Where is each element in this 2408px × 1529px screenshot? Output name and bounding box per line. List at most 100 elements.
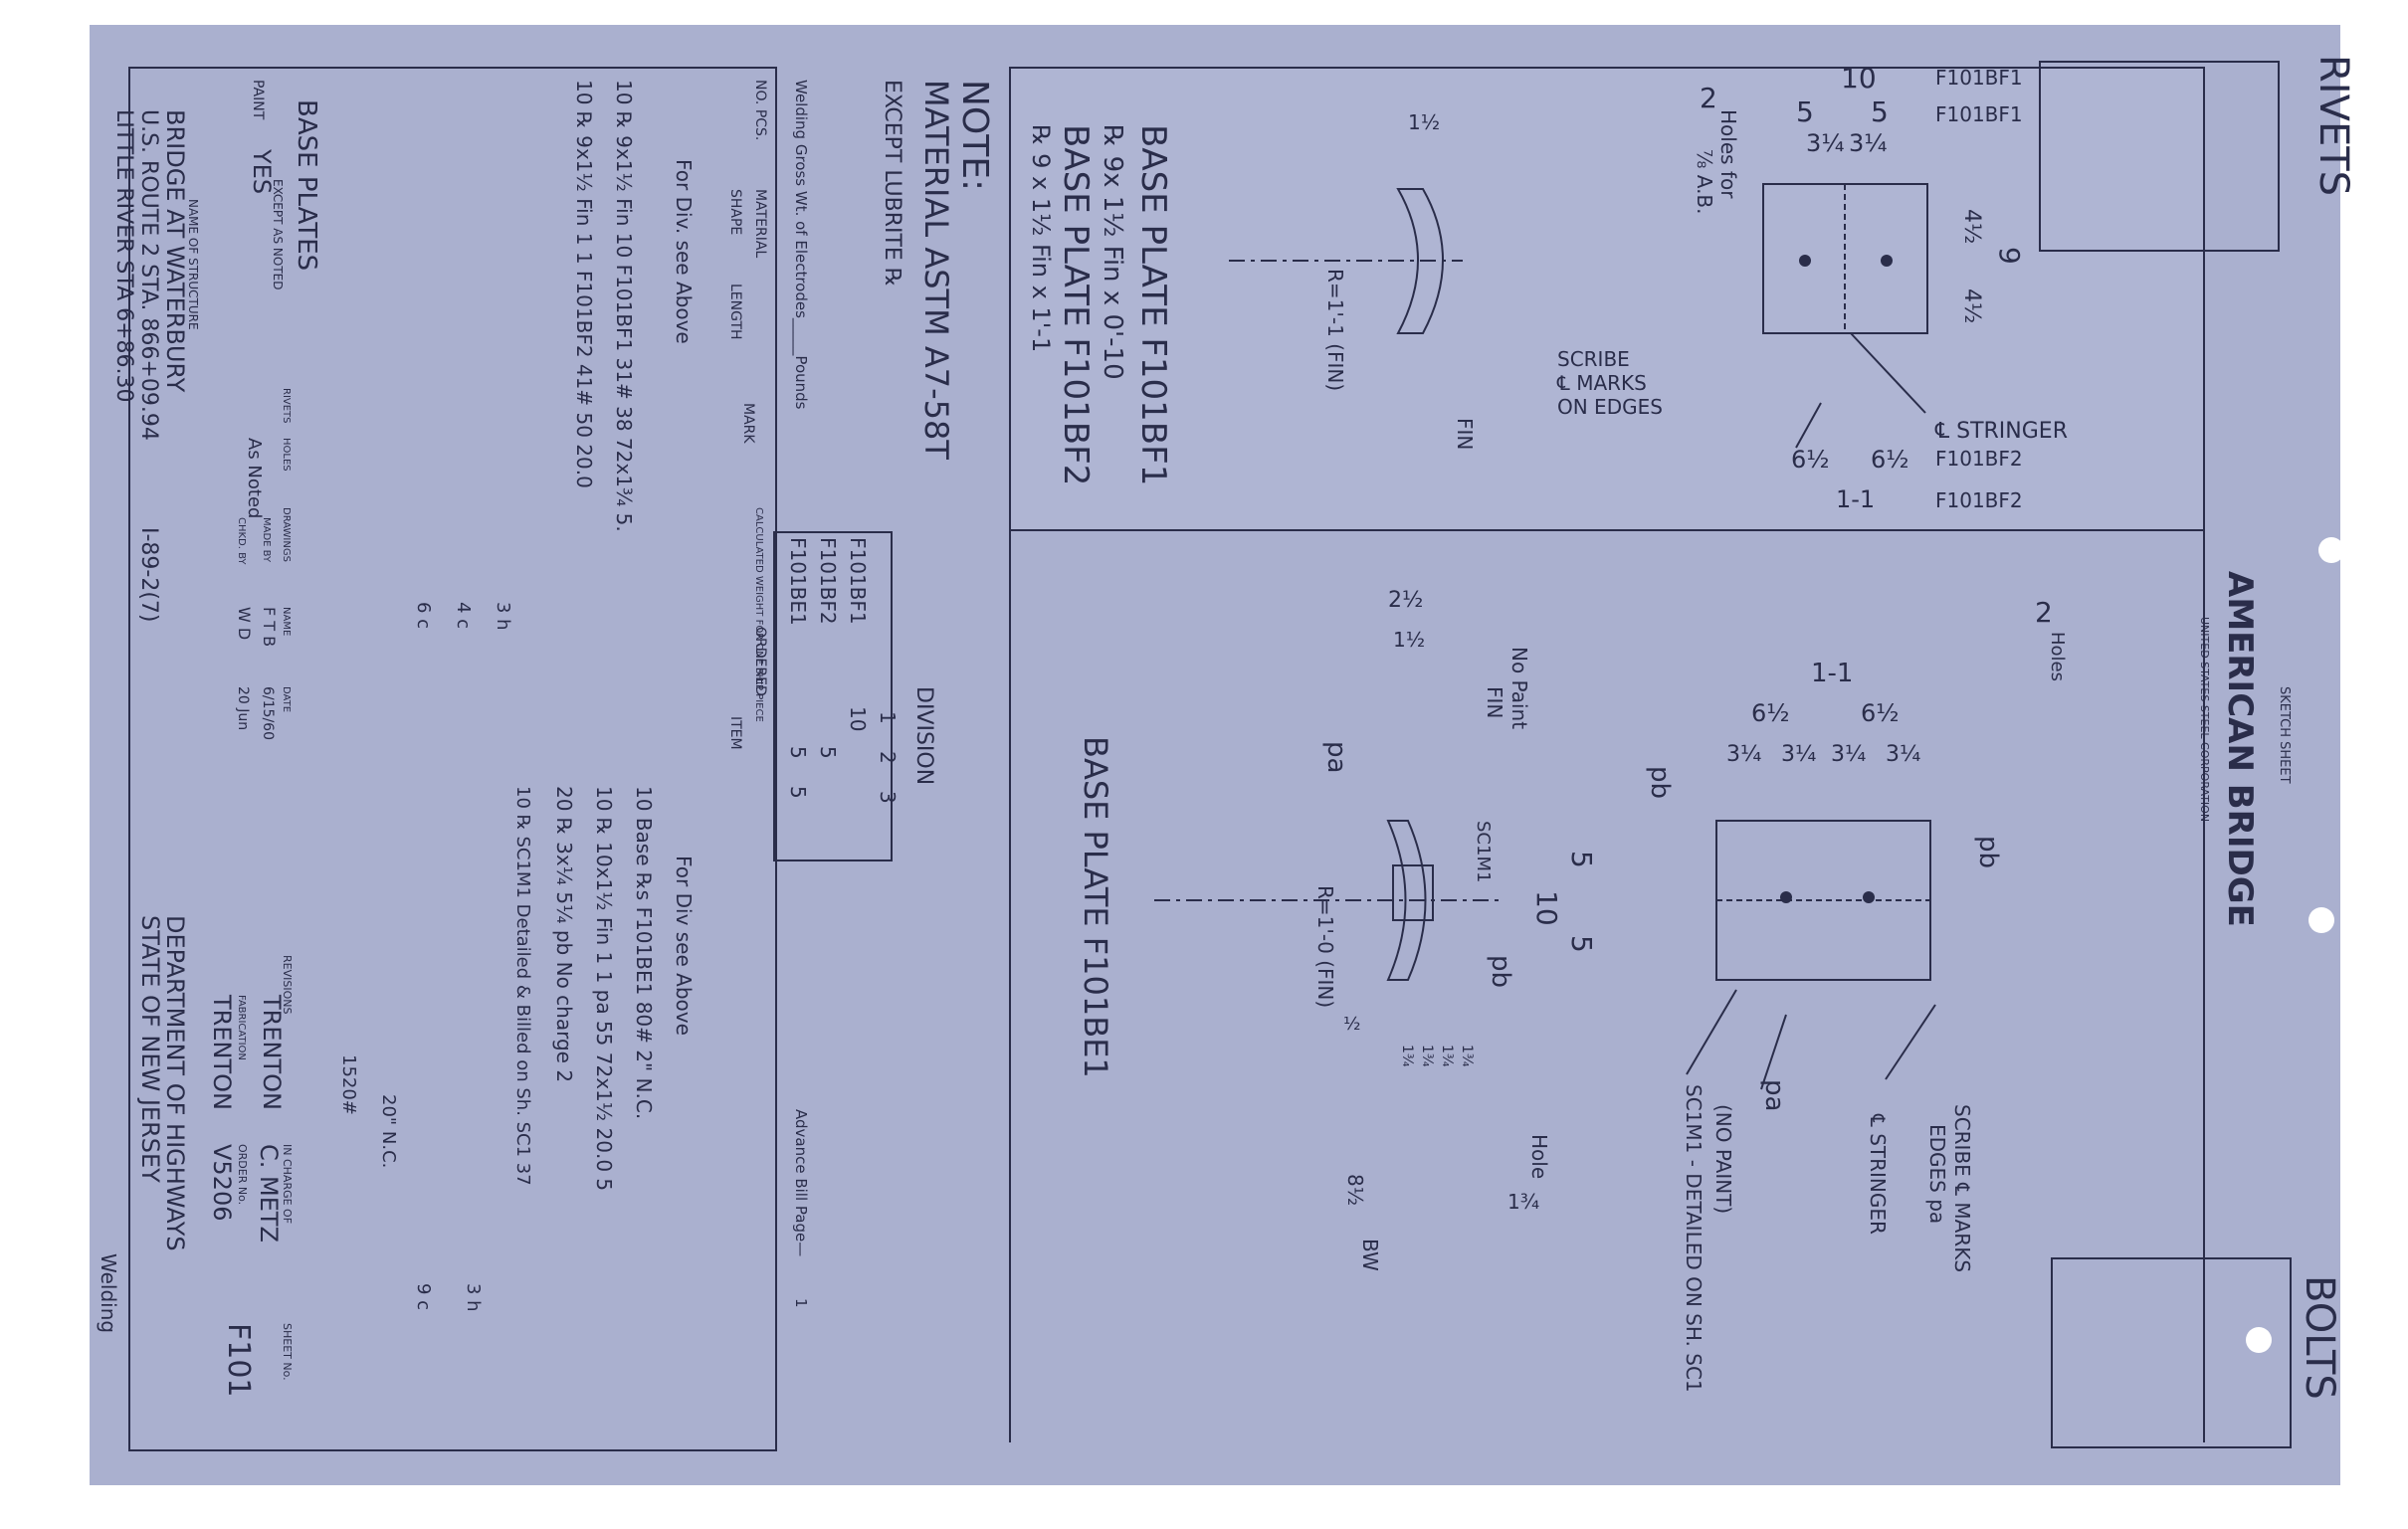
division-col: 2 — [876, 751, 900, 764]
punch-hole — [2308, 907, 2334, 933]
d2-dim-6-1-2a: 6½ — [1751, 699, 1790, 727]
margin-note: Welding — [97, 1253, 120, 1333]
bill-note: 1520# — [338, 1054, 359, 1115]
punch-hole — [2318, 537, 2344, 563]
division-row-mark: F101BF1 — [846, 537, 870, 625]
drawings-at: TRENTON — [258, 994, 286, 1110]
made-by-name: F T B — [260, 607, 279, 647]
hole-note: Hole — [1527, 1134, 1551, 1179]
mark-f101bf2: F101BF2 — [1935, 447, 2023, 471]
hdr-length: LENGTH — [727, 284, 743, 340]
d2-dim-1-1-2: 1½ — [1393, 628, 1425, 652]
hole-dia: 1¾ — [1507, 1190, 1539, 1214]
stringer-note: ℄ STRINGER — [1934, 419, 2068, 444]
dim-5a: 5 — [1796, 96, 1814, 128]
note-material: MATERIAL ASTM A7-58T — [917, 80, 955, 460]
d2-dim-6-1-2b: 6½ — [1861, 699, 1900, 727]
bill-row-left: 10 ℞ 9x1½ Fin 10 F101BF1 31# 38 72x1¾ 5. — [612, 80, 636, 532]
drawing1-spec1: ℞ 9x 1½ Fin x 0'-10 — [1098, 124, 1127, 380]
rivets-field-label: RIVETS — [281, 388, 292, 424]
pa-label-2: pa — [1759, 1079, 1789, 1111]
dim-6-1-2b: 6½ — [1871, 446, 1909, 474]
d2-stringer-note: ℄ STRINGER — [1866, 1113, 1890, 1235]
punch-hole — [2246, 1327, 2272, 1353]
scribe-note: SCRIBE — [1557, 347, 1630, 371]
bolt-hole — [1881, 255, 1893, 267]
dim-10: 10 — [1841, 62, 1877, 95]
small-dim: 1¾ — [1459, 1045, 1475, 1067]
made-by-date: 6/15/60 — [260, 686, 276, 740]
dim-3-1-4a: 3¼ — [1806, 129, 1845, 157]
company-division: UNITED STATES STEEL CORPORATION — [2198, 617, 2211, 822]
dim-4-1-2a: 4½ — [1959, 209, 1984, 244]
date-label: DATE — [281, 686, 292, 712]
plate-f101be1-side — [1386, 820, 1427, 981]
sc1m-detail-note: SC1M1 - DETAILED ON SH. SC1 — [1682, 1084, 1706, 1393]
d2-radius: R=1'-0 (FIN) — [1313, 885, 1337, 1008]
mark-f101bf1-b: F101BF1 — [1935, 102, 2023, 126]
paint-label: PAINT — [250, 80, 266, 120]
bolt-hole — [1863, 891, 1875, 903]
item-except: EXCEPT AS NOTED — [271, 179, 285, 290]
d2-dim-5a: 5 — [1565, 851, 1598, 868]
dim-4-1-2b: 4½ — [1959, 288, 1984, 323]
bolt-hole — [1799, 255, 1811, 267]
division-value: 5 — [816, 746, 840, 759]
division-col: 3 — [876, 791, 900, 804]
bill-row-right: 9 c — [413, 1283, 434, 1310]
fin-label-2: FIN — [1483, 686, 1506, 718]
pb-label-2: pb — [1973, 836, 2003, 868]
in-charge-name: C. METZ — [255, 1144, 283, 1242]
holes-note: Holes for — [1716, 109, 1740, 199]
pa-leader — [1760, 1014, 1787, 1090]
sc1m-leader — [1686, 989, 1737, 1075]
advance-bill-label: Advance Bill Page— — [792, 1109, 810, 1256]
small-dim: 1¾ — [1399, 1045, 1415, 1067]
rivets-grid — [2039, 61, 2280, 252]
bolts-label: BOLTS — [2297, 1275, 2342, 1400]
weld-size: ½ — [1343, 1014, 1360, 1035]
division-value: 5 — [786, 746, 810, 759]
d2-scribe-note: SCRIBE ℄ MARKS — [1950, 1104, 1974, 1272]
bill-row-right: 10 Base ℞s F101BE1 80# 2" N.C. — [632, 786, 656, 1119]
holes-note-2: ⅞ A.B. — [1693, 149, 1716, 215]
pb-label: pb — [1645, 766, 1675, 799]
welding-label: Welding Gross Wt. of Electrodes_____Poun… — [791, 80, 810, 410]
dim-6-1-2a: 6½ — [1791, 446, 1830, 474]
bill-table — [128, 67, 777, 1451]
bill-row-left: 3 h — [493, 602, 513, 631]
radius-note: R=1'-1 (FIN) — [1323, 269, 1347, 391]
d2-dim-2-1-2: 2½ — [1388, 588, 1423, 613]
sketch-sheet-label: SKETCH SHEET — [2277, 686, 2292, 784]
hdr-mark: MARK — [740, 403, 756, 444]
d2-dim-3-1-4: 3¼ — [1726, 742, 1761, 767]
hdr-shape: SHAPE — [727, 189, 743, 235]
made-by-label: MADE BY — [261, 517, 272, 563]
name-label: NAME — [281, 607, 292, 636]
stringer-leader-2 — [1885, 1004, 1936, 1080]
division-value: 5 — [786, 786, 810, 799]
in-charge-label: IN CHARGE OF — [281, 1144, 294, 1224]
note-title: NOTE: — [954, 80, 995, 191]
fin-label: FIN — [1453, 418, 1477, 450]
dim-1-1: 1-1 — [1836, 485, 1875, 513]
rivets-label: RIVETS — [2310, 55, 2356, 196]
checked-by-label: CHKD. BY — [236, 517, 247, 565]
structure-line-4: I-89-2(7) — [136, 527, 161, 623]
bolt-hole — [1780, 891, 1792, 903]
fin-block — [1392, 864, 1434, 921]
bill-row-right: 10 ℞ 10x1½ Fin 1 1 pa 55 72x1½ 20.0 5 — [592, 786, 616, 1191]
bill-row-right: 20 ℞ 3x¼ 5¼ pb No charge 2 — [552, 786, 576, 1082]
structure-line-2: U.S. ROUTE 2 STA. 866+09.94 — [136, 109, 161, 441]
company-name: AMERICAN BRIDGE — [2220, 571, 2260, 927]
owner-line-2: STATE OF NEW JERSEY — [136, 915, 164, 1183]
hdr-ordered: ORDERED — [752, 627, 768, 696]
plate-f101bf1-side — [1396, 188, 1444, 334]
item-description: BASE PLATES — [292, 99, 321, 271]
checked-by-date: 20 Jun — [235, 686, 251, 730]
sc1m-label: SC1M1 — [1473, 821, 1494, 882]
hdr-no-pcs: NO. PCS. — [752, 80, 768, 140]
mark-f101bf1: F101BF1 — [1935, 66, 2023, 90]
advance-bill-value: 1 — [792, 1298, 810, 1308]
